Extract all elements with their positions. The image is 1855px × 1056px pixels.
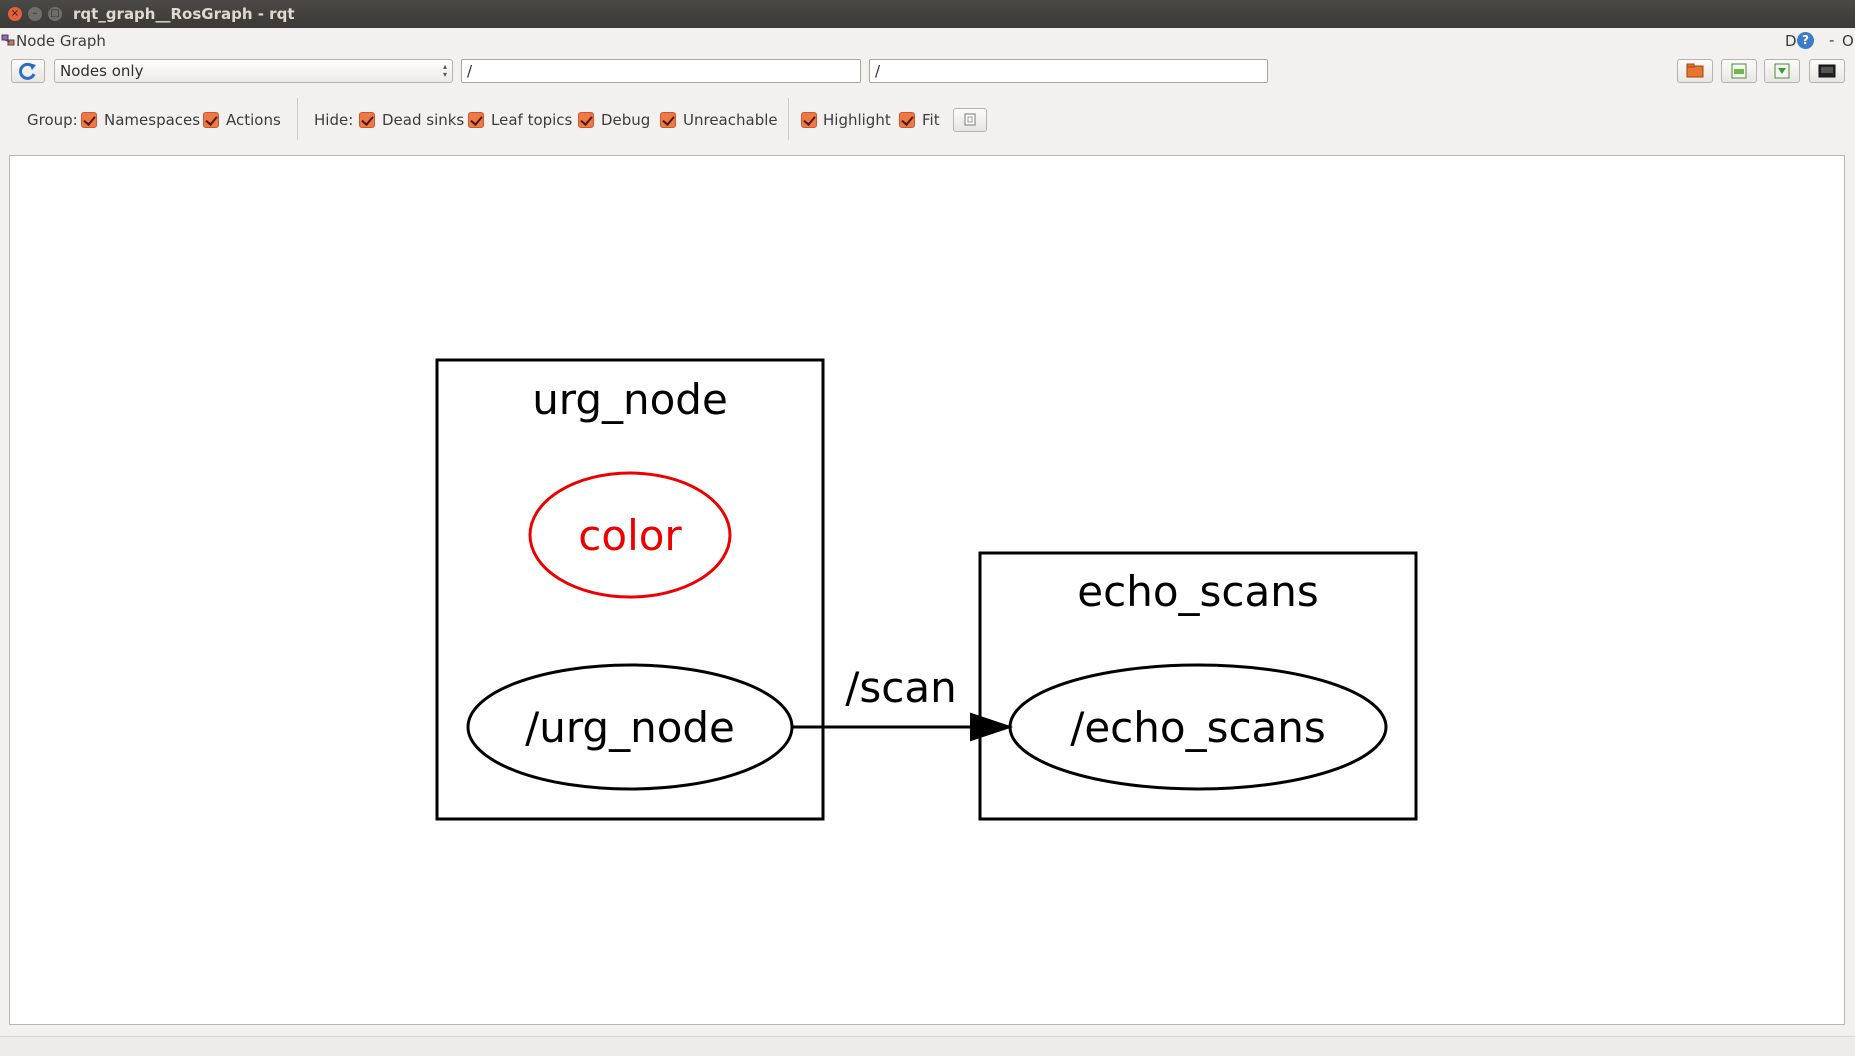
namespaces-checkbox[interactable]	[81, 112, 97, 128]
node-filter-input[interactable]: /	[461, 59, 861, 83]
dead-sinks-checkbox[interactable]	[359, 112, 375, 128]
fit-view-button[interactable]	[953, 108, 987, 132]
leaf-topics-label: Leaf topics	[491, 111, 573, 129]
unreachable-checkbox[interactable]	[660, 112, 676, 128]
debug-label: Debug	[601, 111, 651, 129]
window-titlebar: × – □ rqt_graph__RosGraph - rqt	[0, 0, 1855, 28]
fit-checkbox[interactable]	[899, 112, 915, 128]
dead-sinks-label: Dead sinks	[382, 111, 465, 129]
edge-scan[interactable]: /scan	[792, 663, 1014, 742]
separator	[297, 98, 298, 140]
separator	[788, 98, 789, 140]
image-icon	[1818, 64, 1836, 78]
close-plugin-button[interactable]: O	[1842, 32, 1854, 50]
graph-view: urg_node color /urg_node echo_scans /ech…	[435, 358, 1418, 821]
cluster-echo-scans-label: echo_scans	[1077, 567, 1318, 616]
node-urg-node-label: /urg_node	[525, 703, 735, 752]
status-bar	[0, 1036, 1855, 1056]
leaf-topics-checkbox[interactable]	[468, 112, 484, 128]
hide-label: Hide:	[314, 111, 354, 129]
combo-arrows-icon: ▴▾	[442, 62, 447, 79]
node-urg-node[interactable]: /urg_node	[466, 663, 794, 791]
fit-view-icon	[964, 113, 976, 126]
namespaces-label: Namespaces	[104, 111, 201, 129]
plugin-icon	[1, 34, 15, 46]
save-dot-icon	[1731, 63, 1747, 79]
group-label: Group:	[27, 111, 78, 129]
window-title: rqt_graph__RosGraph - rqt	[73, 5, 295, 23]
fit-label: Fit	[922, 111, 940, 129]
plugin-title: Node Graph	[16, 32, 106, 50]
help-icon[interactable]: ?	[1797, 32, 1814, 49]
actions-checkbox[interactable]	[203, 112, 219, 128]
edge-scan-label: /scan	[845, 663, 956, 712]
edge-arrowhead	[970, 712, 1014, 742]
cluster-echo-scans[interactable]: echo_scans /echo_scans	[978, 551, 1418, 821]
cluster-urg-node[interactable]: urg_node color /urg_node	[435, 358, 825, 821]
node-color[interactable]: color	[528, 471, 732, 599]
node-color-label: color	[578, 511, 682, 560]
refresh-icon	[19, 62, 36, 80]
debug-checkbox[interactable]	[578, 112, 594, 128]
graph-canvas[interactable]: urg_node color /urg_node echo_scans /ech…	[9, 155, 1845, 1025]
graph-mode-value: Nodes only	[60, 62, 144, 80]
save-dot-button[interactable]	[1721, 59, 1757, 83]
graph-mode-select[interactable]: Nodes only ▴▾	[54, 59, 453, 83]
highlight-checkbox[interactable]	[801, 112, 817, 128]
highlight-label: Highlight	[823, 111, 891, 129]
save-svg-icon	[1774, 63, 1790, 79]
node-echo-scans[interactable]: /echo_scans	[1008, 663, 1388, 791]
dock-d-button[interactable]: D	[1785, 32, 1797, 50]
load-dot-button[interactable]	[1677, 59, 1713, 83]
save-svg-button[interactable]	[1764, 59, 1800, 83]
node-echo-scans-label: /echo_scans	[1070, 703, 1326, 752]
unreachable-label: Unreachable	[683, 111, 778, 129]
topic-filter-input[interactable]: /	[869, 59, 1268, 83]
minimize-plugin-button[interactable]: -	[1829, 31, 1835, 49]
maximize-window-button[interactable]: □	[48, 7, 62, 21]
refresh-button[interactable]	[11, 59, 45, 83]
actions-label: Actions	[226, 111, 281, 129]
close-window-button[interactable]: ×	[8, 7, 22, 21]
folder-icon	[1686, 63, 1704, 78]
plugin-header: Node Graph D ? - O	[0, 30, 1855, 52]
save-image-button[interactable]	[1809, 59, 1845, 83]
minimize-window-button[interactable]: –	[28, 7, 42, 21]
cluster-urg-node-label: urg_node	[532, 375, 728, 424]
